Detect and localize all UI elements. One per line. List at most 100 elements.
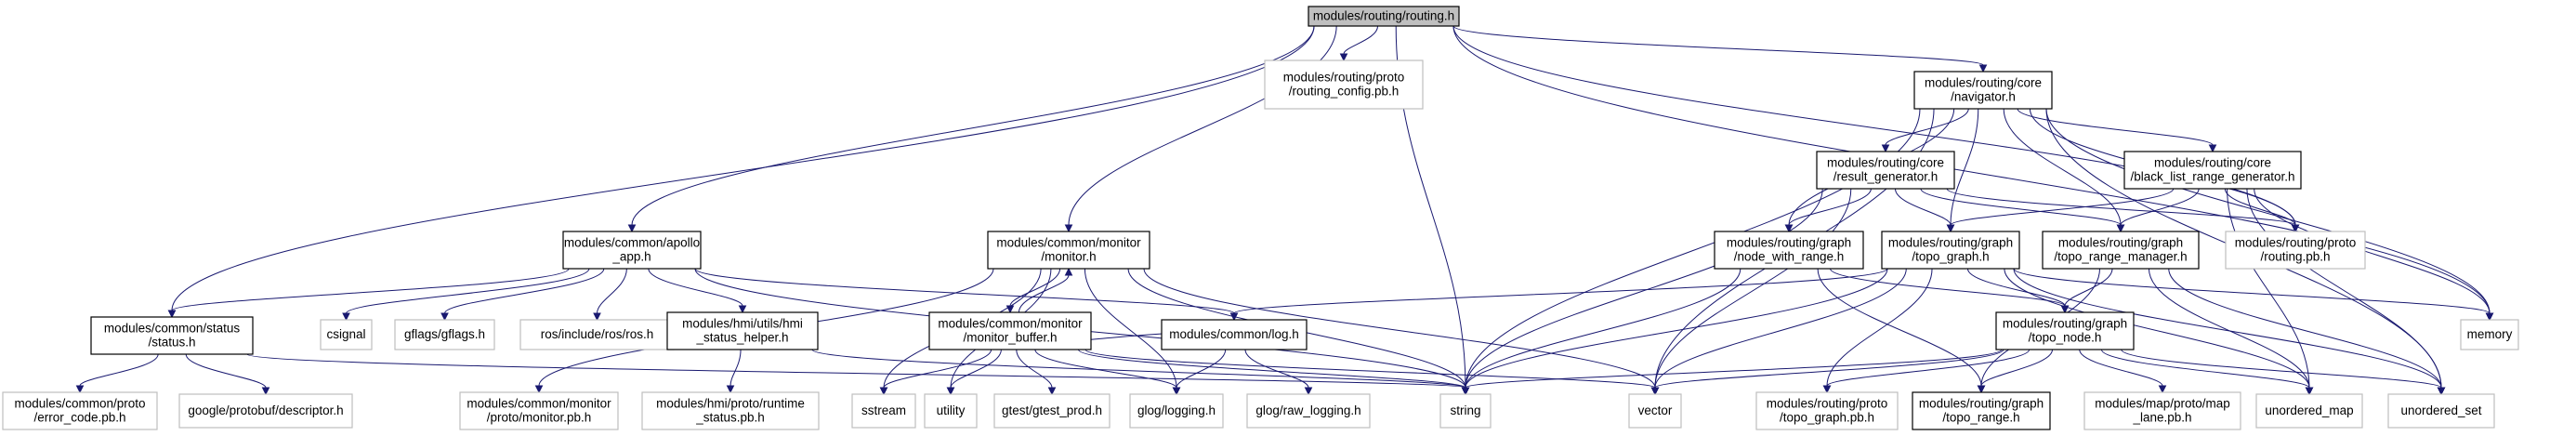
node-label: _status.pb.h [695, 411, 765, 425]
edge-arrowhead [2158, 385, 2167, 394]
node-descriptor[interactable]: google/protobuf/descriptor.h [178, 393, 353, 429]
edge-apollo-app-to-status-h [167, 268, 570, 319]
node-result-generator[interactable]: modules/routing/core/result_generator.h [1816, 151, 1955, 190]
node-raw-logging[interactable]: glog/raw_logging.h [1246, 393, 1371, 429]
node-node-with-range[interactable]: modules/routing/graph/node_with_range.h [1714, 231, 1864, 270]
node-status-h[interactable]: modules/common/status/status.h [90, 316, 254, 355]
node-topo-node[interactable]: modules/routing/graph/topo_node.h [1995, 311, 2135, 350]
edge-arrowhead [1047, 387, 1057, 396]
node-label: /monitor_buffer.h [963, 331, 1057, 345]
edge-arrowhead [879, 387, 888, 396]
node-label: modules/routing/graph [2058, 236, 2183, 250]
edge-arrowhead [2437, 387, 2446, 396]
edge-node-with-range-to-topo-range [1817, 268, 1986, 394]
node-monitor-pb[interactable]: modules/common/monitor/proto/monitor.pb.… [459, 391, 619, 430]
edge-line [2013, 268, 2491, 314]
node-routing-config[interactable]: modules/routing/proto/routing_config.pb.… [1264, 59, 1424, 110]
edge-line [2064, 268, 2113, 307]
edge-apollo-app-to-csignal [342, 268, 590, 322]
node-unordered-set[interactable]: unordered_set [2387, 393, 2495, 429]
edge-line [631, 25, 1315, 226]
edge-line [1343, 25, 1379, 55]
node-routing-h[interactable]: modules/routing/routing.h [1308, 6, 1460, 27]
edge-line [1465, 268, 1888, 389]
node-topo-range[interactable]: modules/routing/graph/topo_range.h [1912, 391, 2051, 430]
edge-line [1966, 268, 2066, 307]
node-box [993, 393, 1111, 429]
edge-line [1920, 188, 2122, 226]
node-black-list[interactable]: modules/routing/core/black_list_range_ge… [2123, 151, 2302, 190]
node-monitor-h[interactable]: modules/common/monitor/monitor.h [987, 231, 1150, 270]
edge-line [1084, 349, 1656, 389]
node-label: modules/map/proto/map [2095, 397, 2230, 411]
edge-arrowhead [1822, 385, 1832, 394]
node-label: google/protobuf/descriptor.h [188, 403, 343, 417]
node-label: modules/routing/graph [2003, 317, 2127, 331]
edge-routing-h-to-monitor-h [1064, 25, 1337, 233]
node-monitor-buffer[interactable]: modules/common/monitor/monitor_buffer.h [928, 311, 1092, 350]
node-topo-range-manager[interactable]: modules/routing/graph/topo_range_manager… [2042, 231, 2200, 270]
node-label: _lane.pb.h [2132, 411, 2191, 425]
node-label: modules/common/proto [14, 397, 145, 411]
edges-layer [75, 25, 2494, 396]
node-gtest-prod[interactable]: gtest/gtest_prod.h [993, 393, 1111, 429]
node-box [1755, 391, 1899, 430]
node-error-code[interactable]: modules/common/proto/error_code.pb.h [2, 391, 158, 430]
node-label: modules/routing/core [2154, 156, 2271, 170]
node-box [519, 319, 675, 350]
node-topo-graph-pb[interactable]: modules/routing/proto/topo_graph.pb.h [1755, 391, 1899, 430]
edge-line [1034, 349, 1177, 389]
node-sstream[interactable]: sstream [851, 393, 916, 429]
node-csignal[interactable]: csignal [320, 319, 373, 350]
node-ros[interactable]: ros/include/ros/ros.h [519, 319, 675, 350]
node-utility[interactable]: utility [924, 393, 978, 429]
edge-status-h-to-error-code [75, 353, 159, 394]
node-log-h[interactable]: modules/common/log.h [1161, 319, 1308, 350]
node-memory[interactable]: memory [2460, 319, 2519, 350]
node-apollo-app[interactable]: modules/common/apollo_app.h [562, 231, 702, 270]
node-label: modules/hmi/proto/runtime [656, 397, 805, 411]
node-vector[interactable]: vector [1628, 393, 1682, 429]
node-routing-pb[interactable]: modules/routing/proto/routing.pb.h [2225, 231, 2366, 270]
node-label: modules/common/status [104, 322, 241, 336]
node-label: modules/common/monitor [996, 236, 1141, 250]
edge-line [346, 268, 590, 314]
edge-topo-graph-to-memory [2013, 268, 2494, 322]
node-label: /topo_graph.h [1912, 250, 1989, 264]
edge-line [1465, 188, 1823, 389]
node-glog-logging[interactable]: glog/logging.h [1129, 393, 1224, 429]
edge-line [171, 25, 1315, 311]
node-label: unordered_map [2265, 403, 2353, 417]
node-box [1129, 393, 1224, 429]
node-string[interactable]: string [1439, 393, 1492, 429]
edge-result-generator-to-topo-graph [1895, 188, 1955, 233]
node-navigator[interactable]: modules/routing/core/navigator.h [1913, 71, 2053, 110]
node-gflags[interactable]: gflags/gflags.h [394, 319, 495, 350]
edge-line [1452, 25, 2491, 314]
edge-line [2003, 108, 2122, 226]
edge-line [1018, 274, 1070, 313]
node-box [1881, 231, 2020, 270]
edge-topo-range-manager-to-unordered-map [2148, 268, 2314, 396]
edge-arrowhead [1784, 224, 1794, 233]
edge-arrowhead [1304, 387, 1313, 396]
edge-arrowhead [2116, 224, 2125, 233]
node-box [320, 319, 373, 350]
node-label: /proto/monitor.pb.h [487, 411, 592, 425]
edge-line [1244, 349, 1309, 389]
edge-line [2224, 188, 2296, 226]
node-hmi-status-helper[interactable]: modules/hmi/utils/hmi_status_helper.h [666, 311, 819, 350]
node-label: modules/routing/graph [1888, 236, 2013, 250]
edge-line [1788, 188, 1872, 226]
edge-arrowhead [2305, 387, 2314, 396]
node-topo-graph[interactable]: modules/routing/graph/topo_graph.h [1881, 231, 2020, 270]
node-map-lane-pb[interactable]: modules/map/proto/map_lane.pb.h [2083, 391, 2241, 430]
node-label: /node_with_range.h [1734, 250, 1845, 264]
edge-arrowhead [946, 387, 955, 396]
node-label: /black_list_range_generator.h [2130, 170, 2294, 184]
edge-topo-node-to-topo-graph-pb [1822, 349, 2031, 394]
node-box [394, 319, 495, 350]
edge-arrowhead [2060, 305, 2070, 314]
node-runtime-status[interactable]: modules/hmi/proto/runtime_status.pb.h [641, 391, 820, 430]
node-unordered-map[interactable]: unordered_map [2255, 393, 2363, 429]
